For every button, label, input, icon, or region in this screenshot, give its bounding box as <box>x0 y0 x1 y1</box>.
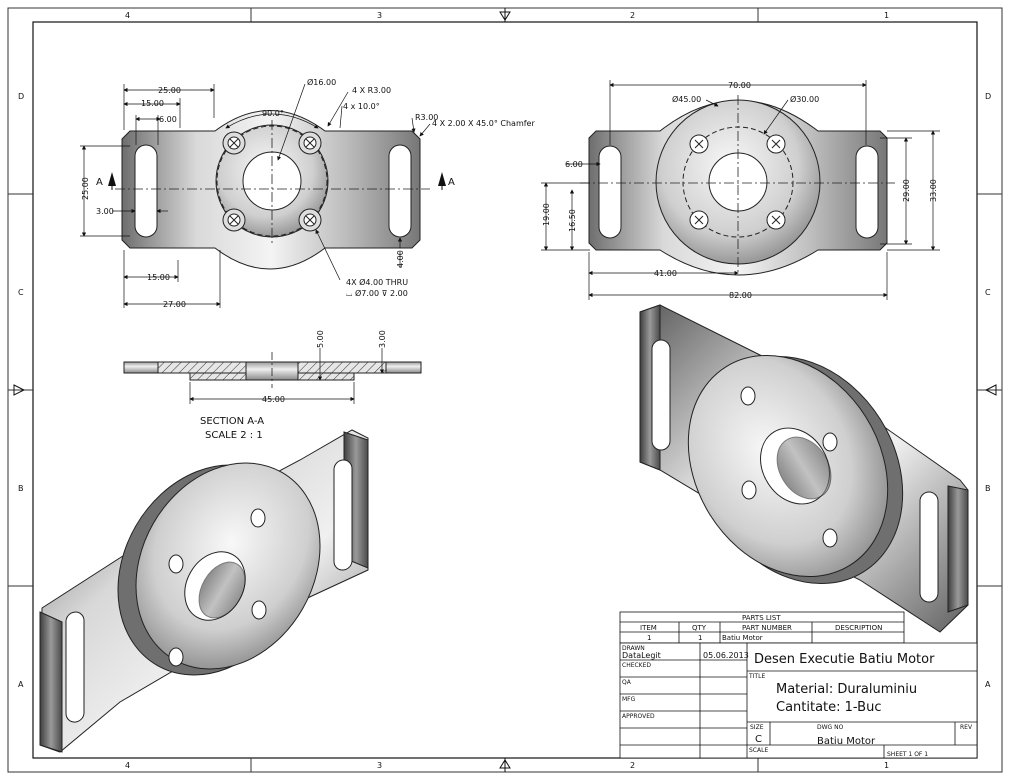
zone-label-bottom-3: 3 <box>377 761 382 770</box>
front-dim-lines <box>80 83 431 308</box>
zone-label-left-c: C <box>18 288 24 297</box>
parts-list-header-desc: DESCRIPTION <box>835 624 882 632</box>
note-holes: 4X Ø4.00 THRU <box>346 277 408 287</box>
front-view: A A 25.00 1 <box>80 77 535 309</box>
parts-list-cell-qty: 1 <box>698 634 702 642</box>
center-marks <box>13 8 997 772</box>
quantity-note: Cantitate: 1-Buc <box>776 700 881 715</box>
dwg-no-label: DWG NO <box>817 724 844 731</box>
rear-dim-lines <box>541 80 940 300</box>
zone-label-right-b: B <box>985 484 991 493</box>
rear-view: 70.00 Ø45.00 Ø30.00 6.00 19.00 16.50 29.… <box>541 80 940 300</box>
dim-front-6: 6.00 <box>159 115 177 124</box>
zone-ticks <box>8 8 1002 772</box>
size-value: C <box>755 734 762 745</box>
zone-label-right-a: A <box>985 680 991 689</box>
section-label: SECTION A-A <box>200 416 264 427</box>
parts-list-cell-item: 1 <box>647 634 651 642</box>
dim-front-15-bottom: 15.00 <box>147 273 170 282</box>
dim-front-27: 27.00 <box>163 300 186 309</box>
rev-label: REV <box>960 724 973 731</box>
section-view: 45.00 5.00 3.00 SECTION A-A SCALE 2 : 1 <box>123 330 422 441</box>
zone-label-bottom-2: 2 <box>630 761 635 770</box>
qa-label: QA <box>622 679 632 686</box>
section-arrows <box>108 172 446 190</box>
dim-rear-dia-30: Ø30.00 <box>790 94 819 104</box>
dim-front-25: 25.00 <box>158 86 181 95</box>
zone-label-left-a: A <box>18 680 24 689</box>
zone-label-top-4: 4 <box>125 11 130 20</box>
dim-radius-4x: 4 X R3.00 <box>352 86 391 95</box>
parts-list-title: PARTS LIST <box>742 614 781 622</box>
front-slot-right <box>388 144 412 238</box>
dim-rear-41: 41.00 <box>654 269 677 278</box>
parts-list <box>619 611 905 644</box>
dim-section-5: 5.00 <box>316 330 325 348</box>
isometric-view-left <box>39 429 369 753</box>
approved-label: APPROVED <box>622 713 655 720</box>
section-scale: SCALE 2 : 1 <box>205 430 263 441</box>
dim-rear-82: 82.00 <box>729 291 752 300</box>
scale-label: SCALE <box>749 747 768 754</box>
drawn-label: DRAWN <box>622 645 645 652</box>
sheet-number: SHEET 1 OF 1 <box>887 751 928 758</box>
rear-bolt-holes <box>689 134 786 230</box>
dim-rear-33: 33.00 <box>929 179 938 202</box>
dim-rear-29: 29.00 <box>902 179 911 202</box>
dim-rear-19: 19.00 <box>542 203 551 226</box>
parts-list-header-part: PART NUMBER <box>742 624 792 632</box>
material-note: Material: Duraluminiu <box>776 682 917 697</box>
dim-front-3: 3.00 <box>96 207 114 216</box>
note-counterbore: ⌴ Ø7.00 ⊽ 2.00 <box>346 288 408 298</box>
parts-list-cell-part: Batiu Motor <box>722 634 763 642</box>
front-centerlines <box>115 120 430 245</box>
dim-angle-10: 4 x 10.0° <box>343 102 380 111</box>
isometric-view-right <box>639 304 969 633</box>
drawing-date: 05.06.2013 <box>703 651 749 660</box>
parts-list-header-item: ITEM <box>640 624 657 632</box>
dim-rear-6: 6.00 <box>565 160 583 169</box>
zone-label-bottom-1: 1 <box>884 761 889 770</box>
dim-dia-16: Ø16.00 <box>307 77 336 87</box>
dim-rear-16-5: 16.50 <box>568 209 577 232</box>
zone-label-bottom-4: 4 <box>125 761 130 770</box>
mfg-label: MFG <box>622 696 636 703</box>
dim-angle-90: 90.0° <box>262 109 284 118</box>
checked-label: CHECKED <box>622 662 651 669</box>
front-slot-left <box>134 144 158 238</box>
dim-front-height-25: 25.00 <box>81 177 90 200</box>
title-label: TITLE <box>748 673 765 680</box>
zone-label-top-1: 1 <box>884 11 889 20</box>
parts-list-header-qty: QTY <box>692 624 707 632</box>
size-label: SIZE <box>750 724 764 731</box>
zone-label-left-b: B <box>18 484 24 493</box>
rear-slot-left <box>598 145 622 239</box>
dim-chamfer: 4 X 2.00 X 45.0° Chamfer <box>432 119 535 128</box>
dim-radius-3: R3.00 <box>415 113 438 122</box>
rear-centerlines <box>580 95 895 275</box>
dim-section-45: 45.00 <box>262 395 285 404</box>
dim-front-4: 4.00 <box>396 250 405 268</box>
title-block <box>619 642 978 759</box>
drawn-by: DataLegit <box>622 651 661 660</box>
zone-label-right-c: C <box>985 288 991 297</box>
dim-rear-70: 70.00 <box>728 81 751 90</box>
rear-slot-right <box>855 145 879 239</box>
zone-label-top-3: 3 <box>377 11 382 20</box>
zone-label-top-2: 2 <box>630 11 635 20</box>
dim-rear-dia-45: Ø45.00 <box>672 94 701 104</box>
zone-label-right-d: D <box>985 92 991 101</box>
dim-front-15-top: 15.00 <box>141 99 164 108</box>
section-mark-right: A <box>448 177 455 188</box>
front-bolt-holes <box>222 131 322 232</box>
section-mark-left: A <box>96 177 103 188</box>
dwg-no-value: Batiu Motor <box>817 736 876 747</box>
drawing-title: Desen Executie Batiu Motor <box>754 652 935 667</box>
dim-section-3: 3.00 <box>378 330 387 348</box>
zone-label-left-d: D <box>18 92 24 101</box>
